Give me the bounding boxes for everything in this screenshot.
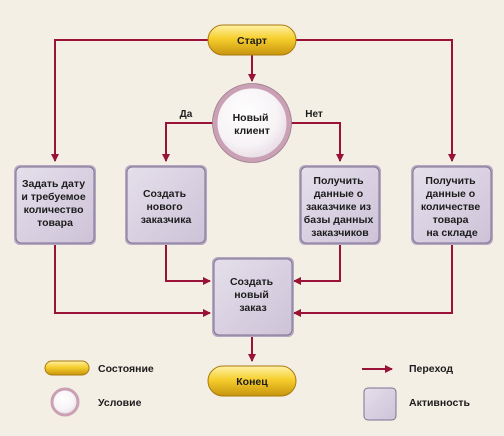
condition-node: Новый клиент <box>212 83 292 163</box>
legend-condition-swatch <box>50 387 80 417</box>
edge-create-customer-to-order <box>165 245 211 285</box>
edge-start-to-get-stock <box>296 39 456 162</box>
activity-get-stock-label: Получить данные о количестве товара на с… <box>421 175 483 239</box>
edge-condition-no <box>288 122 344 162</box>
edge-condition-yes <box>162 122 216 162</box>
legend-activity-swatch <box>363 387 397 421</box>
end-node: Конец <box>207 365 297 397</box>
legend-condition-label: Условие <box>98 397 142 409</box>
legend-condition: Условие <box>50 387 142 417</box>
legend-state-label: Состояние <box>98 363 154 375</box>
activity-create-customer: Создать нового заказчика <box>125 165 207 245</box>
edges <box>51 39 456 362</box>
branch-yes-label: Да <box>180 109 193 120</box>
legend-activity: Активность <box>363 387 470 421</box>
edge-get-stock-to-order <box>293 245 453 317</box>
activity-get-stock: Получить данные о количестве товара на с… <box>411 165 493 245</box>
activity-get-customer: Получить данные о заказчике из базы данн… <box>299 165 381 245</box>
activity-set-date: Задать дату и требуемое количество товар… <box>14 165 96 245</box>
legend-state-swatch <box>44 360 90 376</box>
legend-activity-label: Активность <box>409 397 470 409</box>
activity-create-customer-label: Создать нового заказчика <box>141 188 192 226</box>
edge-get-customer-to-order <box>293 245 341 285</box>
edge-set-date-to-order <box>54 245 211 317</box>
activity-set-date-label: Задать дату и требуемое количество товар… <box>21 178 88 229</box>
condition-label: Новый клиент <box>233 112 272 137</box>
activity-create-order-label: Создать новый заказ <box>230 276 276 314</box>
legend-transition-label: Переход <box>409 363 453 375</box>
branch-no-label: Нет <box>305 109 323 120</box>
legend-transition: Переход <box>362 363 453 375</box>
start-node-label: Старт <box>237 35 267 47</box>
legend-state: Состояние <box>44 360 154 376</box>
start-node: Старт <box>207 24 297 56</box>
end-node-label: Конец <box>236 376 268 388</box>
legend: Состояние Условие Переход Активность <box>44 360 470 421</box>
activity-create-order: Создать новый заказ <box>212 257 294 337</box>
activity-get-customer-label: Получить данные о заказчике из базы данн… <box>304 175 376 239</box>
edge-start-to-set-date <box>51 39 208 162</box>
